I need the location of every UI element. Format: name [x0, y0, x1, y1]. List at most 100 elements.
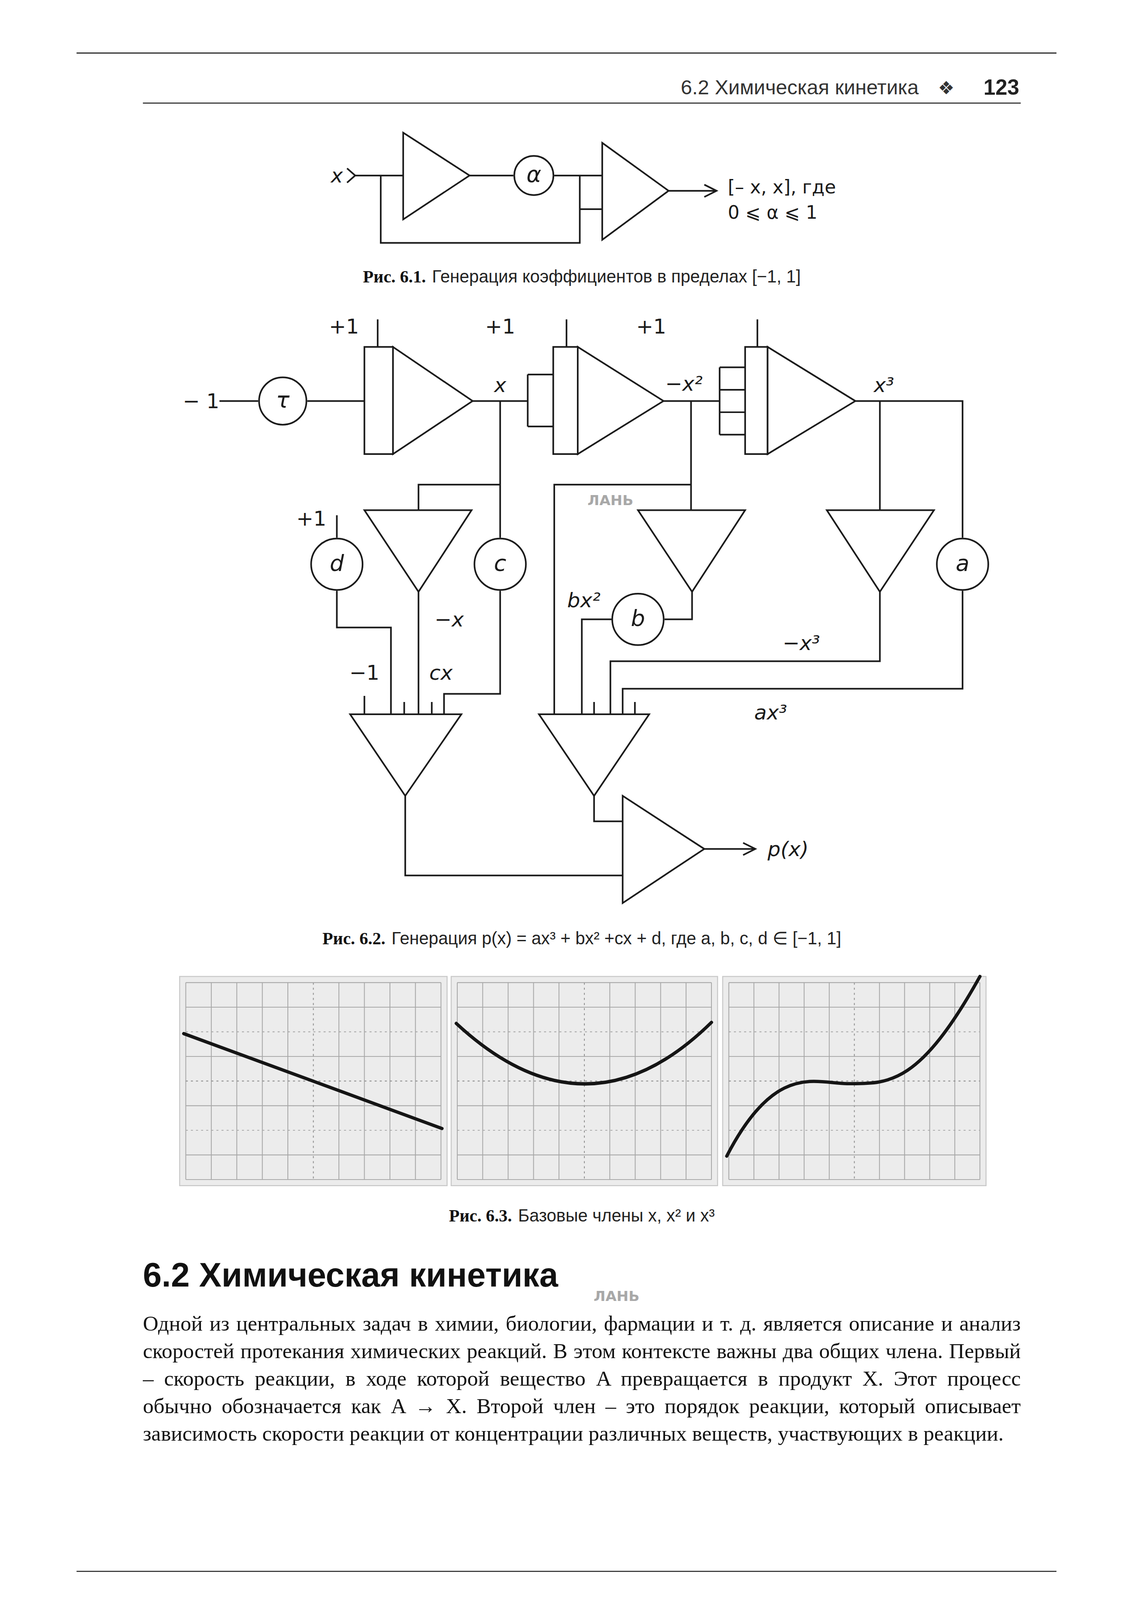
polynomial-circuit-part	[405, 796, 623, 876]
coefficient-symbol: d	[329, 550, 345, 577]
scope-photo-part	[456, 1022, 712, 1085]
polynomial-circuit-part	[393, 347, 473, 455]
coefficient-circuit-part	[602, 142, 669, 240]
range-note: 0 ⩽ α ⩽ 1	[727, 201, 818, 224]
polynomial-circuit-part	[745, 347, 768, 455]
coefficient-circuit	[347, 132, 717, 243]
scope-photo-part	[457, 1080, 712, 1082]
polynomial-circuit-part	[767, 347, 856, 455]
page-number: 123	[983, 75, 1020, 101]
figure-number: Рис. 6.3.	[448, 1206, 512, 1226]
scope-photo-part	[185, 1179, 441, 1181]
scope-photo-part	[185, 982, 441, 984]
polynomial-circuit-part	[622, 590, 963, 715]
scope-photo-part	[533, 983, 535, 1181]
oscilloscope-photos	[179, 976, 986, 1187]
polynomial-circuit-part	[404, 702, 432, 715]
figure-caption: Рис. 6.2.Генерация p(x) = ax³ + bx² +cx …	[322, 928, 842, 950]
coefficient-circle: c	[473, 538, 527, 592]
scope-photo-part	[728, 1056, 981, 1058]
coefficient-circuit-part	[554, 174, 603, 177]
scope-photo-part	[728, 1130, 981, 1132]
signal-name: x	[330, 163, 343, 188]
scope-photo-part	[728, 1155, 981, 1157]
scope-photo-part	[583, 983, 585, 1181]
input-value: +1	[296, 506, 327, 531]
scope-photo-part	[722, 976, 987, 1187]
coefficient-circle: d	[310, 538, 364, 592]
coefficient-symbol: c	[493, 550, 507, 577]
coefficient-circuit-part	[355, 174, 404, 177]
coefficient-circuit-part	[347, 168, 356, 183]
scope-photo	[179, 976, 447, 1187]
polynomial-circuit-part	[663, 367, 746, 435]
polynomial-circuit-part	[363, 696, 366, 715]
scope-photo-part	[753, 983, 755, 1181]
coefficient-circuit-part	[403, 132, 470, 220]
scope-photo-part	[183, 1034, 442, 1129]
scope-photo-part	[728, 1080, 981, 1082]
circle-outline	[258, 377, 307, 425]
scope-photo-part	[635, 983, 636, 1181]
scope-photo-part	[457, 1155, 712, 1157]
polynomial-circuit-part	[638, 510, 746, 593]
watermark: ЛАНЬ	[587, 492, 634, 509]
coefficient-symbol: b	[630, 605, 646, 632]
scope-photo-part	[726, 976, 981, 1157]
scope-photo-part	[185, 1155, 441, 1157]
polynomial-circuit-part	[219, 400, 259, 403]
polynomial-circuit-part	[610, 592, 881, 715]
signal-name: −x²	[665, 371, 703, 397]
caption-text: Базовые члены x, x² и x³	[517, 1206, 715, 1226]
polynomial-circuit-part	[622, 796, 705, 904]
signal-name: −x	[434, 607, 464, 632]
scope-photo-part	[457, 1105, 712, 1107]
scope-photo-part	[185, 1031, 441, 1033]
figure-caption: Рис. 6.3.Базовые члены x, x² и x³	[448, 1206, 715, 1228]
signal-name: −x³	[782, 630, 821, 656]
signal-name: cx	[429, 660, 453, 685]
polynomial-circuit-part	[417, 592, 420, 715]
scope-photo-part	[660, 983, 662, 1181]
range-note: [– x, x], где	[727, 176, 836, 198]
scope-photo-part	[179, 976, 447, 1187]
polynomial-circuit-part	[538, 714, 649, 797]
initial-value: +1	[328, 314, 359, 339]
caption-text: Генерация коэффициентов в пределах [−1, …	[431, 267, 801, 287]
page-rule-part	[76, 1571, 1057, 1573]
coefficient-circle: a	[935, 538, 990, 592]
scope-photo-part	[451, 976, 718, 1187]
watermark: ЛАНЬ	[593, 1288, 640, 1305]
scope-photo-part	[457, 982, 712, 984]
figure-number: Рис. 6.1.	[362, 267, 426, 287]
scope-photo-part	[457, 1179, 712, 1181]
polynomial-circuit-part	[364, 510, 472, 593]
page-rule	[76, 53, 1057, 1573]
ornament: ❖	[938, 76, 955, 99]
coefficient-circuit-part	[579, 208, 603, 211]
running-head: 6.2 Химическая кинетика	[680, 75, 919, 100]
signal-name: x³	[873, 372, 894, 397]
polynomial-circuit-part	[472, 374, 554, 427]
scope-photo-part	[457, 1031, 712, 1033]
coefficient-circle: b	[611, 593, 665, 647]
figure-caption: Рис. 6.1.Генерация коэффициентов в преде…	[362, 267, 801, 288]
circle-outline	[310, 538, 363, 591]
circle-outline	[936, 538, 989, 591]
signal-name: ax³	[754, 700, 787, 725]
caption-text: Генерация p(x) = ax³ + bx² +cx + d, где …	[391, 929, 842, 949]
polynomial-circuit-part	[593, 702, 635, 715]
scope-photo-part	[185, 1130, 441, 1132]
figure-number: Рис. 6.2.	[322, 929, 386, 949]
scope-photo	[451, 976, 718, 1187]
polynomial-circuit-part	[756, 319, 759, 348]
input-value: −1	[349, 660, 380, 685]
scope-photo-part	[457, 1007, 712, 1008]
polynomial-circuit-part	[376, 319, 379, 348]
scope-photo-part	[185, 1056, 441, 1058]
scope-photo-part	[728, 1179, 981, 1181]
polynomial-circuit-part	[879, 401, 881, 511]
scope-photo-part	[728, 1031, 981, 1033]
polynomial-circuit-part	[826, 510, 934, 593]
